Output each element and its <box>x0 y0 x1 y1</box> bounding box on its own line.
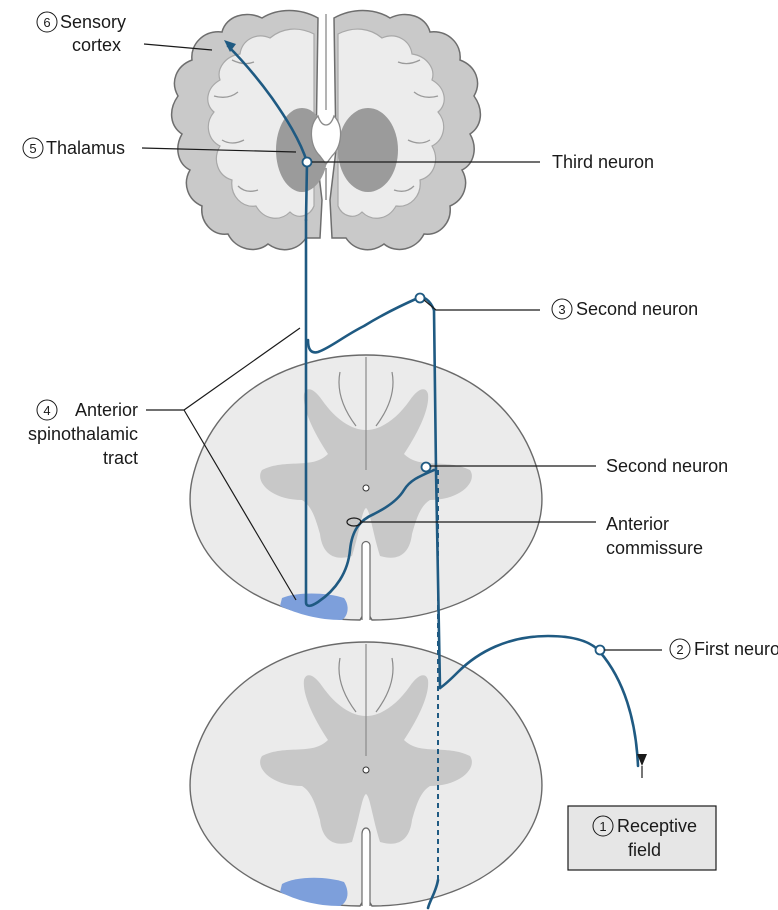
anterior-tract-line2: spinothalamic <box>28 424 138 444</box>
anterior-commissure-line1: Anterior <box>606 514 669 534</box>
label-receptive-field: 1 Receptive field <box>568 806 716 870</box>
anterior-tract-number: 4 <box>43 403 50 418</box>
label-second-neuron-upper: 3 Second neuron <box>552 299 698 319</box>
label-anterior-commissure: Anterior commissure <box>606 514 703 558</box>
thalamus-number: 5 <box>29 141 36 156</box>
first-neuron-soma <box>596 646 605 655</box>
receptive-field-line1: Receptive <box>617 816 697 836</box>
second-neuron-upper-number: 3 <box>558 302 565 317</box>
lower-anterior-tract <box>280 878 347 906</box>
label-anterior-spinothalamic-tract: 4 Anterior spinothalamic tract <box>28 400 138 468</box>
label-first-neuron: 2 First neuron <box>670 639 778 659</box>
second-neuron-lower-label: Second neuron <box>606 456 728 476</box>
anterior-commissure-line2: commissure <box>606 538 703 558</box>
second-neuron-upper-path <box>308 298 434 353</box>
sensory-cortex-line1: Sensory <box>60 12 126 32</box>
sensory-cortex-number: 6 <box>43 15 50 30</box>
right-thalamus <box>338 108 398 192</box>
second-neuron-upper-soma <box>416 294 425 303</box>
upper-central-canal <box>363 485 369 491</box>
second-neuron-upper-label: Second neuron <box>576 299 698 319</box>
label-thalamus: 5 Thalamus <box>23 138 125 158</box>
label-sensory-cortex: 6 Sensory cortex <box>37 12 126 55</box>
receptive-field-line2: field <box>628 840 661 860</box>
first-neuron-label: First neuron <box>694 639 778 659</box>
sensory-cortex-line2: cortex <box>72 35 121 55</box>
lower-anterior-fissure <box>362 828 370 906</box>
lower-central-canal <box>363 767 369 773</box>
anterior-tract-line3: tract <box>103 448 138 468</box>
first-neuron-number: 2 <box>676 642 683 657</box>
upper-anterior-tract <box>280 594 348 621</box>
second-neuron-lower-soma <box>422 463 431 472</box>
upper-spinal-cord-section <box>190 355 542 620</box>
anterior-tract-line1: Anterior <box>75 400 138 420</box>
leader-second-neuron-upper <box>424 300 540 310</box>
brain-coronal-section <box>172 11 481 250</box>
receptive-field-number: 1 <box>599 819 606 834</box>
upper-anterior-fissure <box>362 542 370 621</box>
third-neuron-soma <box>303 158 312 167</box>
lower-spinal-cord-section <box>190 642 542 906</box>
third-neuron-label: Third neuron <box>552 152 654 172</box>
thalamus-label: Thalamus <box>46 138 125 158</box>
